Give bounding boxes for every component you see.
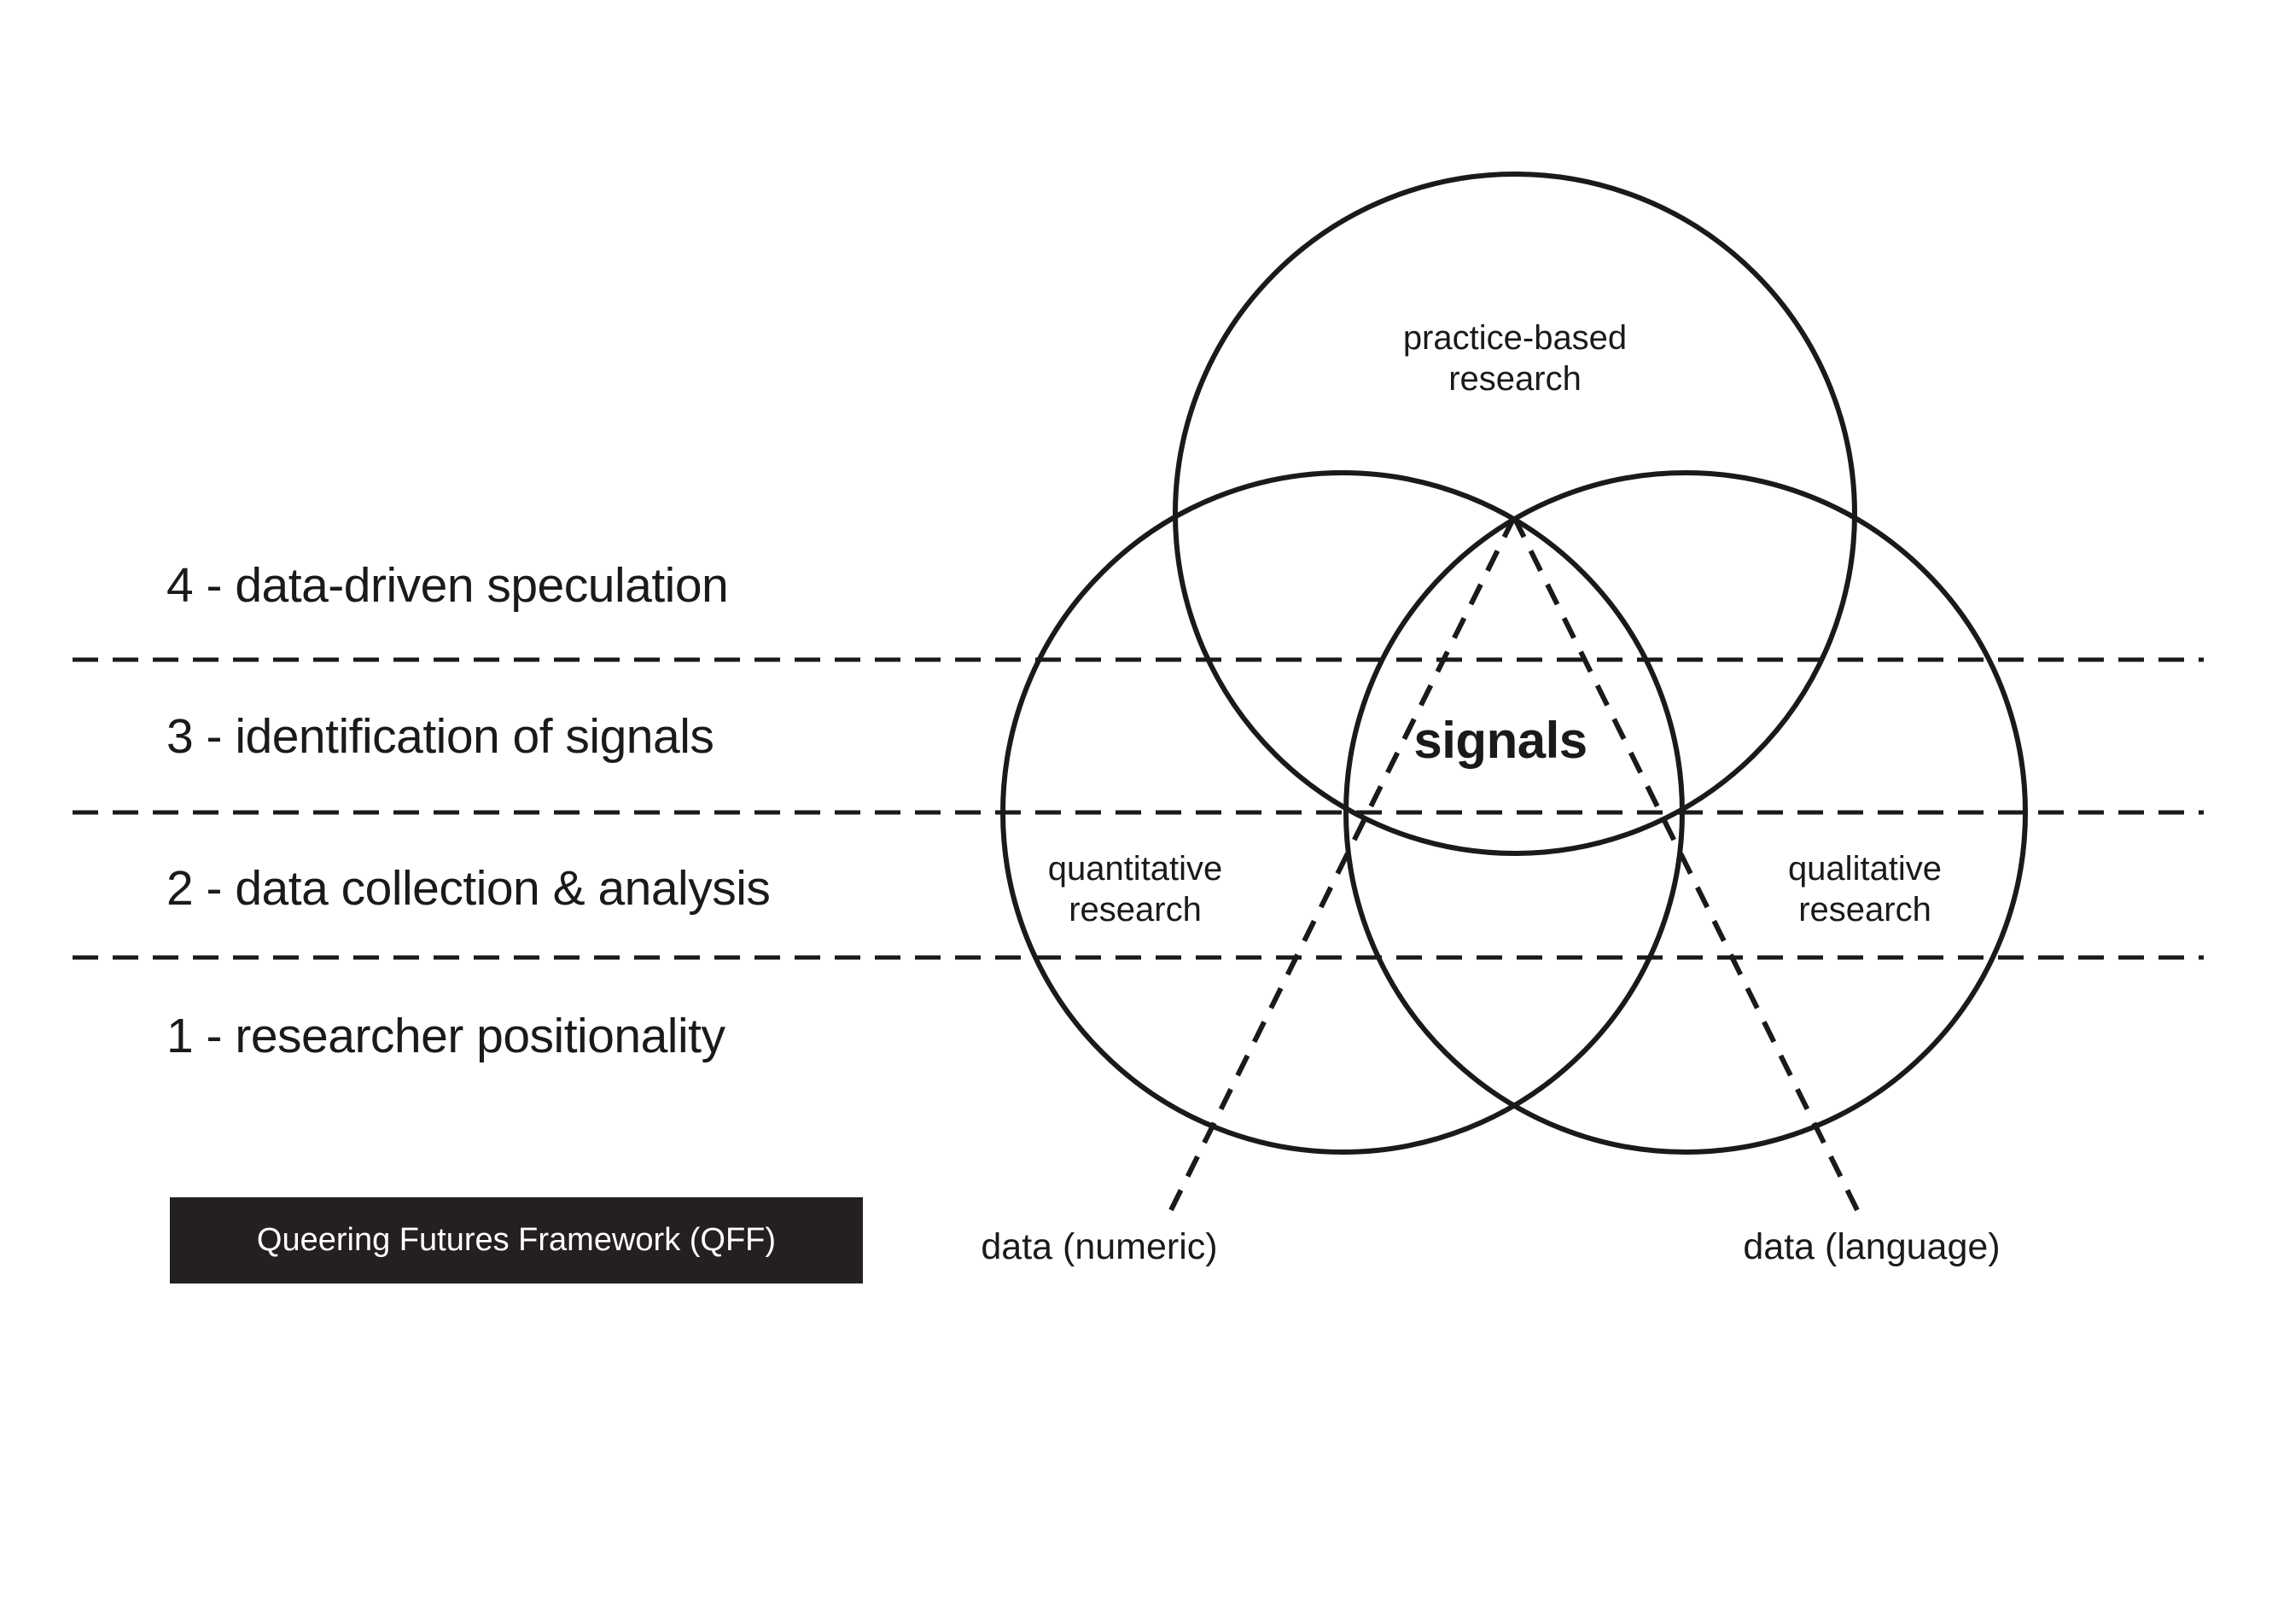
data-numeric-label: data (numeric) [981,1226,1218,1267]
qualitative-research-label: qualitative research [1788,848,1942,930]
framework-badge: Queering Futures Framework (QFF) [170,1197,863,1283]
data-language-label: data (language) [1743,1226,2001,1267]
practice-based-research-label: practice-based research [1403,317,1627,399]
qualitative-label-line1: qualitative [1787,850,1943,888]
framework-badge-label: Queering Futures Framework (QFF) [256,1222,777,1258]
quantitative-research-label: quantitative research [1048,848,1223,930]
qualitative-label-line2: research [1798,891,1931,928]
quantitative-label-line2: research [1069,891,1202,928]
stage-item-1: 1 - researcher positionality [166,1009,725,1063]
numeric-data-leader-line [1168,515,1517,1214]
quantitative-research-circle [1000,470,1685,1155]
stage-item-3: 3 - identification of signals [166,709,714,764]
stage-item-2: 2 - data collection & analysis [166,861,771,916]
quantitative-label-line1: quantitative [1047,850,1223,888]
qualitative-research-circle [1343,470,2028,1155]
signals-center-label: signals [1413,712,1587,769]
practice-label-line2: research [1448,360,1582,398]
practice-label-line1: practice-based [1402,319,1628,357]
practice-based-research-circle [1173,172,1857,856]
stage-item-4: 4 - data-driven speculation [166,558,729,613]
language-data-leader-line [1512,515,1861,1215]
